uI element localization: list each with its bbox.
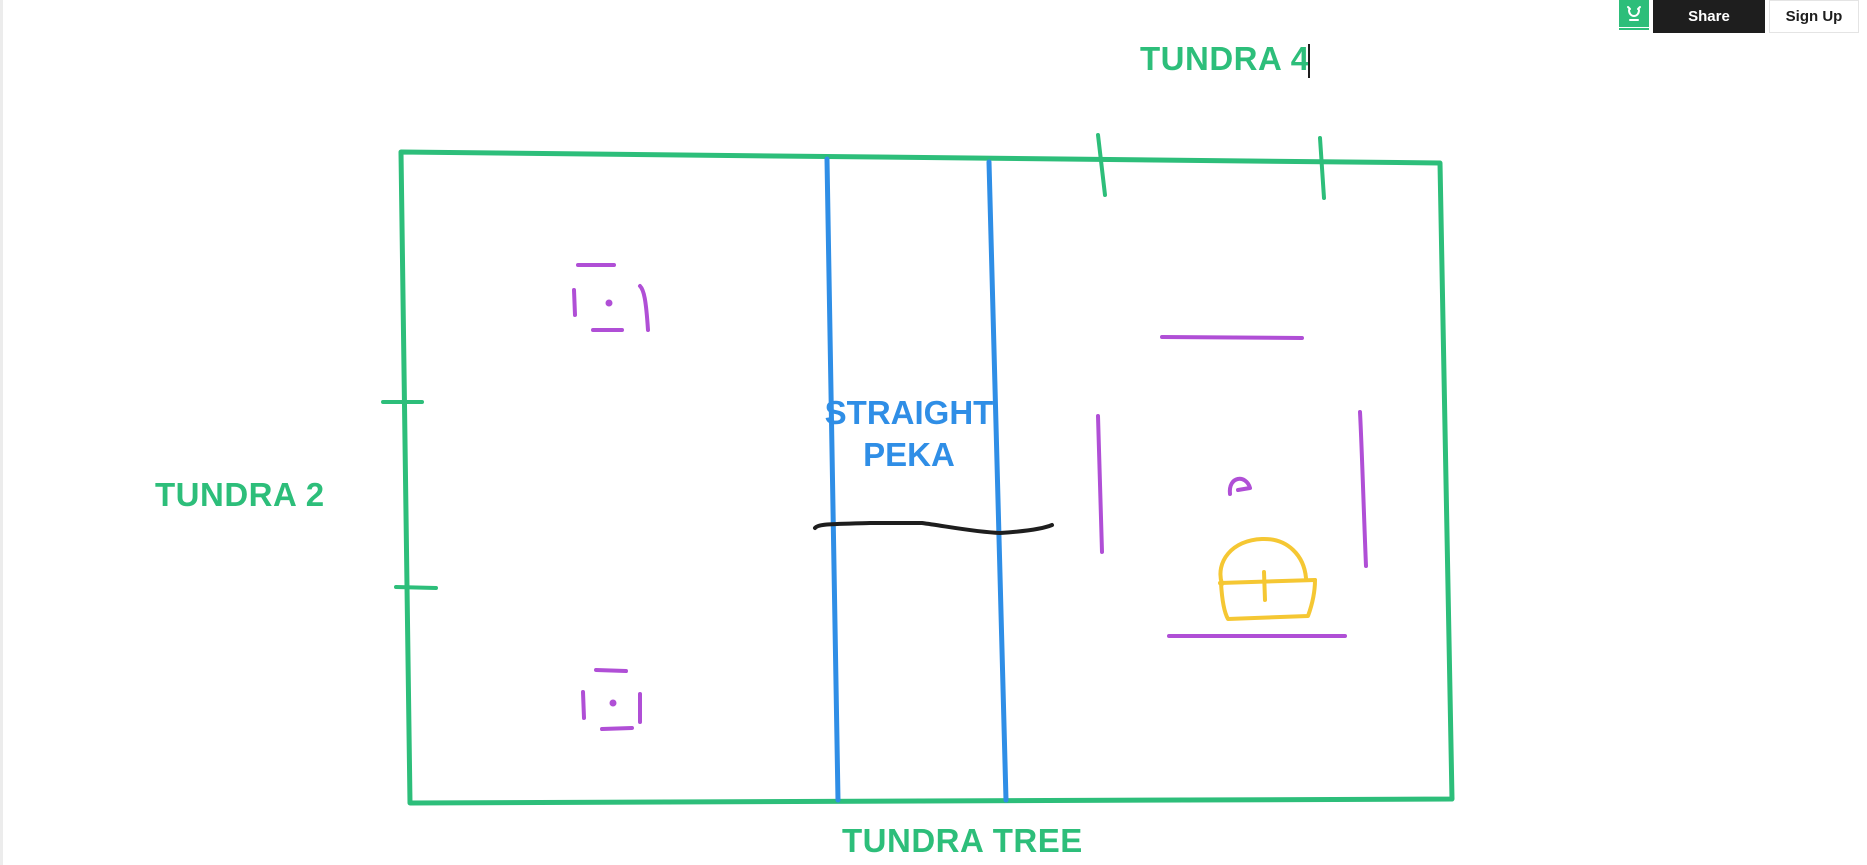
label-tundra-tree[interactable]: TUNDRA TREE <box>842 822 1083 859</box>
treasure-chest-drawing[interactable] <box>1218 536 1317 621</box>
sign-up-button[interactable]: Sign Up <box>1769 0 1859 33</box>
label-tundra-4[interactable]: TUNDRA 4 <box>1140 40 1310 77</box>
share-button[interactable]: Share <box>1653 0 1765 33</box>
purple-goal-box[interactable] <box>1096 335 1368 638</box>
tick-left-lower[interactable] <box>394 585 438 590</box>
label-straight-peka[interactable]: STRAIGHT PEKA <box>820 392 998 476</box>
tldraw-logo-icon[interactable] <box>1619 0 1649 33</box>
logo-glyph <box>1619 0 1649 33</box>
top-right-toolbar: Share Sign Up <box>1619 0 1859 33</box>
black-crossline[interactable] <box>813 521 1054 535</box>
canvas-left-edge <box>0 0 3 865</box>
tick-top-right[interactable] <box>1318 136 1326 200</box>
label-straight-line2: PEKA <box>863 436 955 473</box>
purple-marker-bottom[interactable] <box>581 668 642 731</box>
field-frame[interactable] <box>398 149 1455 806</box>
lane-line-right[interactable] <box>986 159 1009 803</box>
tick-top-left[interactable] <box>1096 133 1107 197</box>
label-tundra-2[interactable]: TUNDRA 2 <box>155 476 325 513</box>
lane-line-left[interactable] <box>824 156 841 803</box>
text-caret <box>1308 44 1310 78</box>
purple-marker-top[interactable] <box>572 263 650 332</box>
label-straight-line1: STRAIGHT <box>824 394 994 431</box>
